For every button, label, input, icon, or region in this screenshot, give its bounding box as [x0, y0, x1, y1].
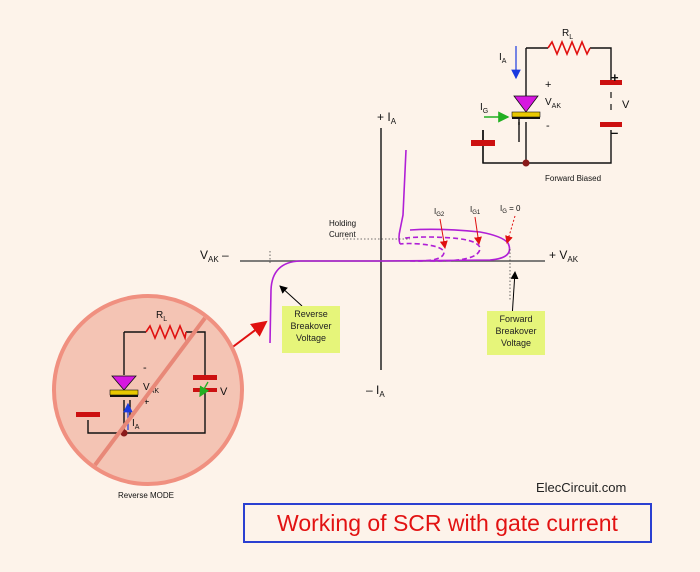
- forward-breakover-box: Forward Breakover Voltage: [487, 311, 545, 355]
- svg-text:–: –: [611, 125, 618, 140]
- rev-gate-battery: [76, 412, 100, 417]
- reverse-caption: Reverse MODE: [118, 491, 174, 500]
- rev-resistor: [145, 323, 187, 341]
- svg-text:IG: IG: [480, 102, 488, 115]
- ig2-arrow: [439, 218, 448, 249]
- forward-curve-ig1: [404, 236, 481, 262]
- svg-text:RL: RL: [156, 310, 167, 323]
- svg-text:+: +: [545, 79, 551, 91]
- title-box: Working of SCR with gate current: [243, 503, 652, 543]
- svg-text:V: V: [220, 386, 228, 398]
- ig0-arrow: [505, 215, 516, 244]
- forward-box-line-1: Forward: [499, 314, 533, 324]
- svg-text:+: +: [143, 396, 149, 408]
- rev-scr-icon: [111, 375, 137, 391]
- fwd-battery-top: [600, 80, 622, 85]
- holding-label-1: Holding: [329, 219, 356, 228]
- forward-caption: Forward Biased: [545, 174, 601, 183]
- reverse-mode-circuit: RL - VAK + V IA Reverse MODE: [52, 294, 244, 500]
- holding-label-2: Current: [329, 230, 356, 239]
- fwd-junction-dot: [522, 159, 530, 167]
- svg-text:-: -: [546, 120, 550, 132]
- fwd-battery-bottom: [600, 122, 622, 127]
- on-state-curve: [398, 149, 407, 245]
- reverse-box-line-1: Reverse: [294, 309, 328, 319]
- ig1-label: IG1: [470, 205, 481, 216]
- forward-box-pointer: [510, 271, 519, 319]
- forward-box-line-3: Voltage: [500, 338, 532, 348]
- rev-gate-bar: [109, 389, 139, 396]
- rev-battery-top: [193, 375, 217, 380]
- fwd-gate-bar: [511, 111, 541, 118]
- minus-ia-label: – IA: [366, 383, 385, 399]
- fwd-gate-battery: [471, 140, 495, 146]
- diagram-title: Working of SCR with gate current: [277, 509, 618, 536]
- reverse-box-line-2: Breakover: [290, 321, 332, 331]
- reverse-breakover-box: Reverse Breakover Voltage: [282, 306, 340, 353]
- ig0-label: IG = 0: [500, 204, 521, 215]
- forward-curve-ig0: [380, 228, 511, 262]
- svg-text:V: V: [622, 99, 630, 111]
- reverse-slash: [93, 316, 207, 467]
- plus-vak-label: + VAK: [549, 248, 579, 264]
- svg-text:VAK: VAK: [143, 382, 159, 395]
- forward-biased-circuit: RL IA IG VAK + - V + – Forward Biased: [471, 28, 630, 183]
- fwd-resistor: [547, 39, 591, 57]
- reverse-mode-circle: [52, 294, 244, 486]
- svg-text:-: -: [143, 362, 147, 374]
- svg-text:IA: IA: [132, 418, 140, 431]
- ig1-arrow: [474, 216, 482, 245]
- forward-curve-ig2: [399, 242, 445, 262]
- reverse-box-pointer: [279, 285, 303, 307]
- reverse-box-line-3: Voltage: [295, 333, 327, 343]
- rev-battery-bottom: [193, 388, 217, 392]
- ig2-label: IG2: [434, 207, 445, 218]
- svg-text:+: +: [611, 70, 619, 85]
- forward-box-line-2: Breakover: [495, 326, 537, 336]
- svg-text:VAK: VAK: [545, 97, 561, 110]
- fwd-scr-icon: [513, 95, 539, 113]
- plus-ia-label: + IA: [377, 110, 397, 126]
- reverse-curve: [269, 260, 381, 344]
- svg-text:IA: IA: [499, 52, 507, 65]
- scr-curves: [269, 149, 511, 344]
- minus-vak-label: VAK –: [200, 248, 229, 264]
- rev-v-arrow: [199, 381, 210, 398]
- brand-watermark: ElecCircuit.com: [536, 480, 627, 495]
- svg-text:RL: RL: [562, 28, 573, 41]
